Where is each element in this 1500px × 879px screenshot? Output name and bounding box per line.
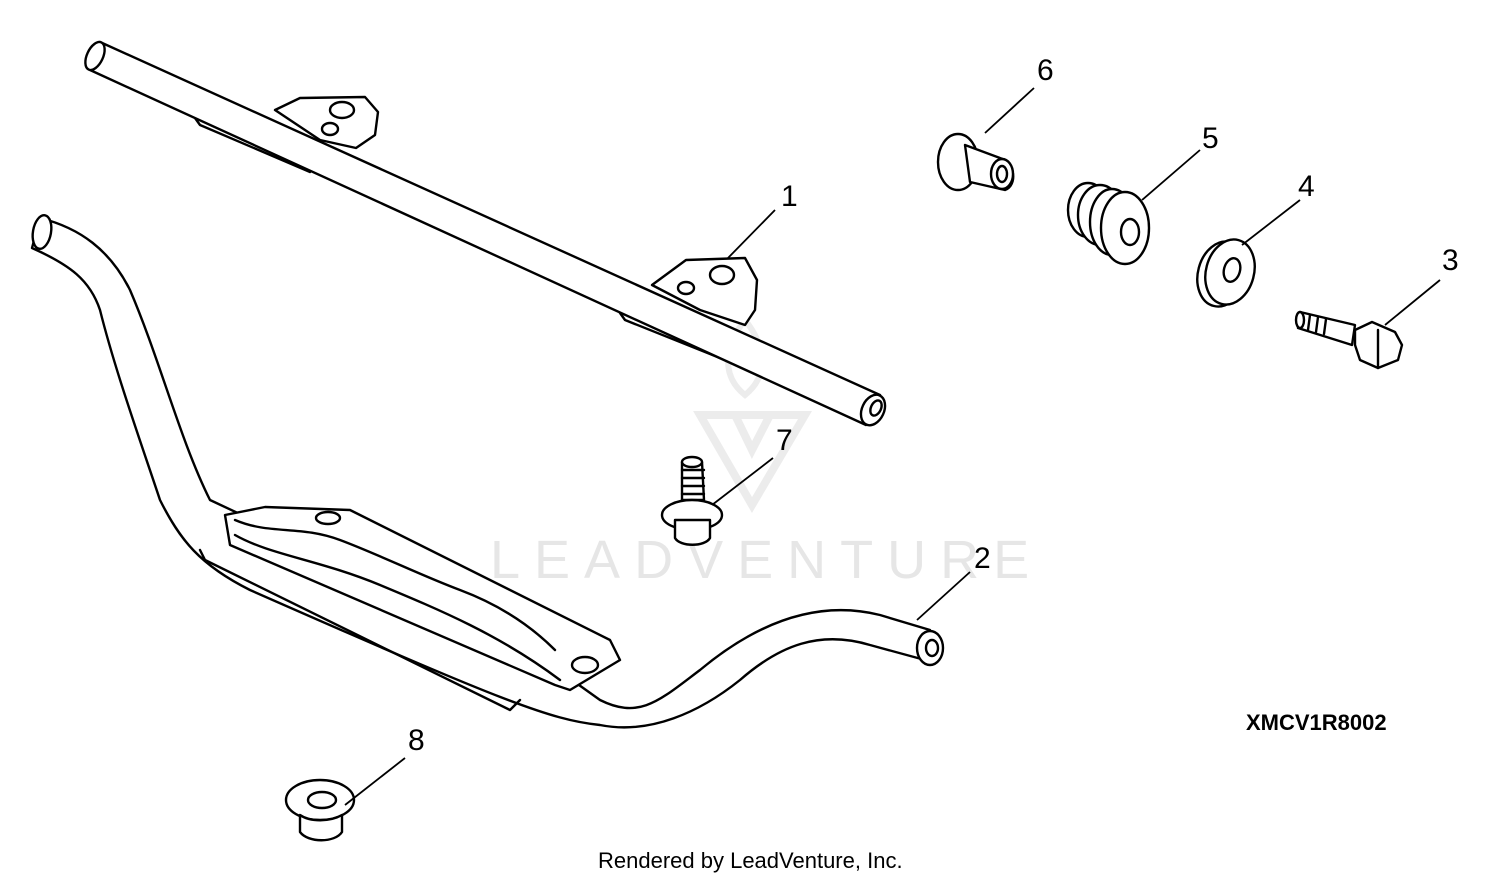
flange-bolt[interactable] xyxy=(660,455,724,546)
watermark-text: LEADVENTURE xyxy=(490,530,1043,590)
callout-5-label: 5 xyxy=(1202,122,1219,155)
callout-2: 2 xyxy=(916,542,991,621)
watermark: LEADVENTURE xyxy=(490,315,1043,590)
callout-7: 7 xyxy=(711,424,793,506)
upper-bar[interactable] xyxy=(81,39,889,429)
watermark-logo-icon xyxy=(693,411,812,513)
callout-6-label: 6 xyxy=(1037,54,1054,87)
grommet[interactable] xyxy=(1066,181,1151,266)
part-code-label: XMCV1R8002 xyxy=(1246,710,1387,735)
lower-step-bar[interactable] xyxy=(30,213,945,729)
callout-2-label: 2 xyxy=(974,542,991,575)
callout-1-label: 1 xyxy=(781,180,798,213)
callout-6: 6 xyxy=(984,54,1054,134)
callout-3: 3 xyxy=(1384,244,1459,326)
callout-5: 5 xyxy=(1141,122,1219,201)
bolt[interactable] xyxy=(1294,310,1404,370)
washer[interactable] xyxy=(1190,234,1261,312)
callout-7-label: 7 xyxy=(776,424,793,457)
callout-4: 4 xyxy=(1241,170,1315,246)
callout-4-label: 4 xyxy=(1298,170,1315,203)
callout-1: 1 xyxy=(727,180,798,259)
callout-8: 8 xyxy=(344,724,425,806)
callout-3-label: 3 xyxy=(1442,244,1459,277)
callout-8-label: 8 xyxy=(408,724,425,757)
bushing[interactable] xyxy=(936,132,1015,192)
flange-nut[interactable] xyxy=(284,778,356,842)
footer-credit: Rendered by LeadVenture, Inc. xyxy=(598,848,903,873)
